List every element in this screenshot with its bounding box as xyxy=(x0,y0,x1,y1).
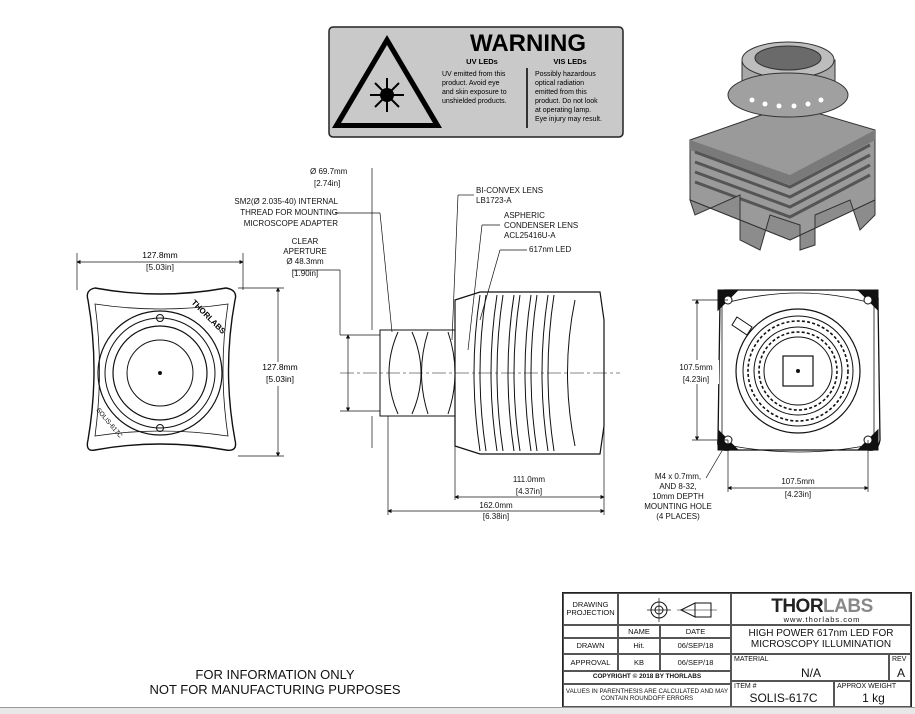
uv-text-line: UV emitted from this xyxy=(442,71,506,78)
rev-label: REV xyxy=(892,656,907,663)
hole-note-line: (4 PLACES) xyxy=(656,512,700,521)
title-block: DRAWING PROJECTION NAME DATE DRAWN Hit. … xyxy=(562,592,912,708)
back-view xyxy=(692,289,881,492)
name-header: NAME xyxy=(618,625,660,638)
back-width-mm: 107.5mm xyxy=(781,477,815,486)
lens1-line: LB1723-A xyxy=(476,196,512,205)
vis-text-line: product. Do not look xyxy=(535,98,598,105)
lens2-line: ACL25416U-A xyxy=(504,231,556,240)
vis-heading: VIS LEDs xyxy=(553,57,586,66)
front-width-mm-text: 127.8mm xyxy=(142,250,177,260)
back-width-in: [4.23in] xyxy=(785,490,811,499)
vis-text-line: Possibly hazardous xyxy=(535,71,596,78)
approval-date: 06/SEP/18 xyxy=(660,654,731,671)
uv-text-line: and skin exposure to xyxy=(442,89,507,96)
drawn-name: Hit. xyxy=(618,638,660,654)
front-width-in: [5.03in] xyxy=(146,262,174,272)
vis-text-line: Eye injury may result. xyxy=(535,116,602,123)
front-height-in-text: [5.03in] xyxy=(266,374,294,384)
date-header: DATE xyxy=(660,625,731,638)
hole-note-line: 10mm DEPTH xyxy=(652,492,704,501)
drawing-projection-label: DRAWING PROJECTION xyxy=(563,593,618,625)
drawing-title: HIGH POWER 617nm LED FOR MICROSCOPY ILLU… xyxy=(731,625,911,654)
material-label: MATERIAL xyxy=(734,656,769,663)
info-line-2: NOT FOR MANUFACTURING PURPOSES xyxy=(149,682,401,697)
length-162-in: [6.38in] xyxy=(483,512,509,521)
aperture-note-line: Ø 48.3mm xyxy=(286,257,324,266)
item-cell: ITEM # SOLIS-617C xyxy=(731,681,834,707)
projection-symbol xyxy=(618,593,731,625)
weight-label: APPROX WEIGHT xyxy=(837,683,897,690)
logo-cell: THORLABS www.thorlabs.com xyxy=(731,593,911,625)
hole-note-line: M4 x 0.7mm, xyxy=(655,472,701,481)
front-part-label: SOLIS-617C xyxy=(94,407,123,440)
aperture-note-line: APERTURE xyxy=(283,247,326,256)
length-111-in: [4.37in] xyxy=(516,487,542,496)
vis-text-line: emitted from this xyxy=(535,89,587,96)
weight-cell: APPROX WEIGHT 1 kg xyxy=(834,681,911,707)
uv-text-line: product. Avoid eye xyxy=(442,80,500,87)
back-height-in: [4.23in] xyxy=(683,375,709,384)
front-view xyxy=(76,253,284,457)
rev-cell: REV A xyxy=(889,654,911,681)
drawn-label: DRAWN xyxy=(563,638,618,654)
item-label: ITEM # xyxy=(734,683,757,690)
approval-name: KB xyxy=(618,654,660,671)
material-cell: MATERIAL N/A xyxy=(731,654,889,681)
length-162-mm: 162.0mm xyxy=(479,501,513,510)
side-view xyxy=(292,168,620,515)
hole-note-line: MOUNTING HOLE xyxy=(644,502,712,511)
header-blank xyxy=(563,625,618,638)
bottom-edge xyxy=(0,707,915,714)
logo-thor: THOR xyxy=(771,596,824,617)
lens1-line: BI-CONVEX LENS xyxy=(476,186,543,195)
led-label: 617nm LED xyxy=(529,245,571,254)
thread-note-line: SM2(Ø 2.035-40) INTERNAL xyxy=(234,197,338,206)
laser-hazard-icon xyxy=(332,35,442,128)
uv-heading: UV LEDs xyxy=(466,57,498,66)
approval-label: APPROVAL xyxy=(563,654,618,671)
warning-title: WARNING xyxy=(470,30,586,57)
website: www.thorlabs.com xyxy=(783,615,861,624)
lens2-line: CONDENSER LENS xyxy=(504,221,578,230)
hole-note-line: AND 8-32, xyxy=(659,482,696,491)
info-line-1: FOR INFORMATION ONLY xyxy=(195,667,355,682)
item-value: SOLIS-617C xyxy=(749,691,818,705)
info-notice: FOR INFORMATION ONLY NOT FOR MANUFACTURI… xyxy=(140,667,410,697)
aperture-in: [1.90in] xyxy=(292,269,318,278)
values-note: VALUES IN PARENTHESIS ARE CALCULATED AND… xyxy=(563,684,731,707)
thread-note-line: MICROSCOPE ADAPTER xyxy=(244,219,338,228)
uv-text-line: unshielded products. xyxy=(442,98,507,105)
vis-text-line: optical radiation xyxy=(535,80,584,87)
warning-label: WARNING UV LEDs VIS LEDs UV emitted from… xyxy=(328,26,624,138)
drawn-date: 06/SEP/18 xyxy=(660,638,731,654)
thorlabs-logo: THORLABS xyxy=(732,596,912,618)
aperture-note-line: CLEAR xyxy=(292,237,319,246)
weight-value: 1 kg xyxy=(862,691,885,705)
front-height-mm-text: 127.8mm xyxy=(262,362,297,372)
material-value: N/A xyxy=(800,666,821,680)
housing-outline xyxy=(86,287,237,451)
isometric-view xyxy=(689,41,876,251)
rev-value: A xyxy=(896,666,905,680)
outer-diameter-in: [2.74in] xyxy=(314,179,340,188)
lens2-line: ASPHERIC xyxy=(504,211,545,220)
length-111-mm: 111.0mm xyxy=(513,475,545,484)
thread-note-line: THREAD FOR MOUNTING xyxy=(240,208,338,217)
vis-text-line: at operating lamp. xyxy=(535,107,591,114)
outer-diameter-mm: Ø 69.7mm xyxy=(310,167,348,176)
logo-labs: LABS xyxy=(823,596,873,617)
projection-icon xyxy=(647,598,717,622)
copyright-notice: COPYRIGHT © 2018 BY THORLABS xyxy=(563,671,731,684)
back-height-mm: 107.5mm xyxy=(679,363,713,372)
